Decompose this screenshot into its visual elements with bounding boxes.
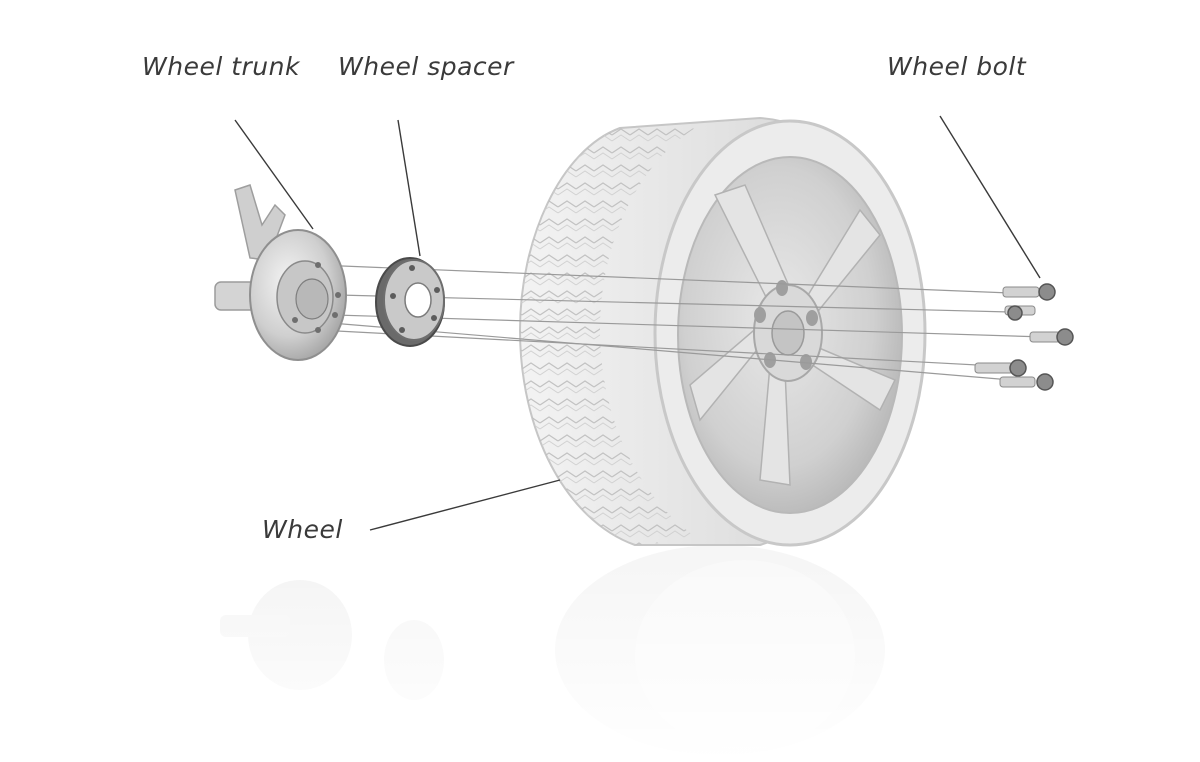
label-wheel-trunk: Wheel trunk [142, 52, 300, 81]
wheel-bolt [1004, 305, 1036, 321]
leader-lines [234, 115, 1041, 531]
wheel-bolts [974, 283, 1074, 391]
leader-wheel-spacer [397, 119, 421, 257]
wheel-bolt [999, 373, 1054, 391]
leader-wheel-bolt [939, 115, 1041, 279]
label-wheel-bolt: Wheel bolt [887, 52, 1027, 81]
leader-wheel-trunk [234, 119, 314, 230]
leader-wheel [369, 479, 561, 531]
wheel [518, 116, 927, 547]
wheel-bolt [1002, 283, 1056, 301]
label-wheel: Wheel [262, 515, 343, 544]
wheel-spacer [375, 257, 445, 347]
wheel-bolt [1029, 328, 1074, 346]
wheel-bolt [974, 359, 1027, 377]
reflection-fade [0, 560, 1200, 762]
label-wheel-spacer: Wheel spacer [338, 52, 514, 81]
wheel-trunk [214, 184, 347, 361]
